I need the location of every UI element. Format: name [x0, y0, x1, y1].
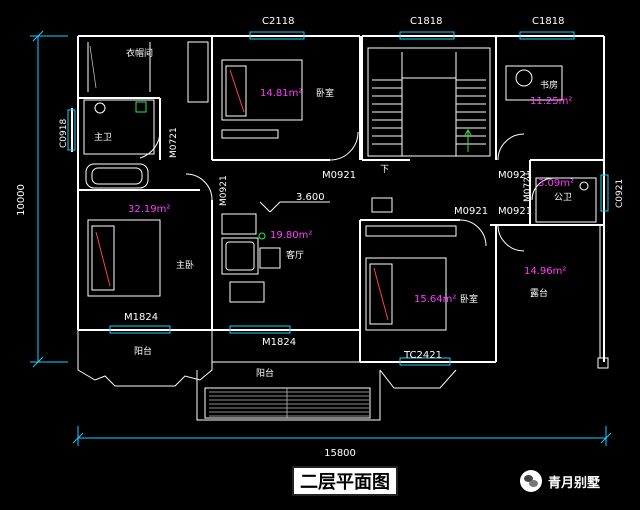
- door-label-m0921-bed2: M0921: [322, 170, 356, 181]
- window-label-c0921: C0921: [615, 179, 625, 208]
- door-label-m0921-bath: M0921: [498, 206, 532, 217]
- stair-down-label: 下: [380, 165, 389, 175]
- room-bedroom-n: 卧室: [316, 87, 334, 99]
- windows: [67, 31, 609, 366]
- room-bedroom-s: 卧室: [460, 293, 478, 305]
- window-label-c0918: C0918: [59, 119, 69, 148]
- window-label-c1818-study: C1818: [532, 16, 564, 27]
- door-label-m0721: M0721: [169, 127, 179, 158]
- dimension-lines: [30, 30, 612, 446]
- door-swings: [139, 129, 555, 252]
- door-label-m0921-study: M0921: [498, 170, 532, 181]
- window-label-tc2421: TC2421: [403, 350, 442, 361]
- balcony-railings: [209, 391, 369, 417]
- room-public-bath-area: 3.09m²: [538, 178, 574, 189]
- wechat-icon: [520, 470, 542, 492]
- room-living-area: 19.80m²: [270, 230, 312, 241]
- room-living: 客厅: [286, 249, 304, 261]
- room-study-area: 11.25m²: [530, 96, 572, 107]
- room-terrace-area: 14.96m²: [524, 266, 566, 277]
- level-mark: [259, 201, 330, 213]
- window-label-c2118: C2118: [262, 16, 294, 27]
- room-study: 书房: [540, 79, 558, 91]
- balconies: [77, 225, 609, 421]
- window-label-c1818-stair: C1818: [410, 16, 442, 27]
- width-dimension: 15800: [324, 448, 356, 459]
- door-label-m0921-living: M0921: [219, 175, 229, 206]
- furniture: [83, 41, 597, 331]
- exterior-walls: [71, 35, 605, 363]
- door-label-m0921-hall: M0921: [454, 206, 488, 217]
- room-master-bed: 主卧: [176, 259, 194, 271]
- room-balcony-w: 阳台: [134, 345, 152, 357]
- room-public-bath: 公卫: [554, 192, 572, 203]
- level-mark-label: 3.600: [296, 192, 325, 203]
- window-label-m1824-living: M1824: [262, 337, 296, 348]
- room-balcony-s: 阳台: [256, 367, 274, 379]
- window-label-m1824-master: M1824: [124, 312, 158, 323]
- room-master-bed-area: 32.19m²: [128, 204, 170, 215]
- staircase: 下: [367, 47, 491, 175]
- watermark-text: 青月别墅: [548, 475, 601, 491]
- drawing-title: 二层平面图: [300, 472, 390, 493]
- room-bedroom-n-area: 14.81m²: [260, 88, 302, 99]
- height-dimension: 10000: [16, 184, 27, 216]
- watermark: 青月别墅: [520, 470, 600, 492]
- drawing-title-box: 二层平面图: [292, 466, 398, 496]
- room-bedroom-s-area: 15.64m²: [414, 294, 456, 305]
- room-master-bath: 主卫: [94, 131, 112, 143]
- door-label-m0721-bath: M0721: [523, 171, 533, 202]
- room-closet: 衣帽间: [126, 47, 153, 59]
- room-terrace: 露台: [530, 287, 548, 299]
